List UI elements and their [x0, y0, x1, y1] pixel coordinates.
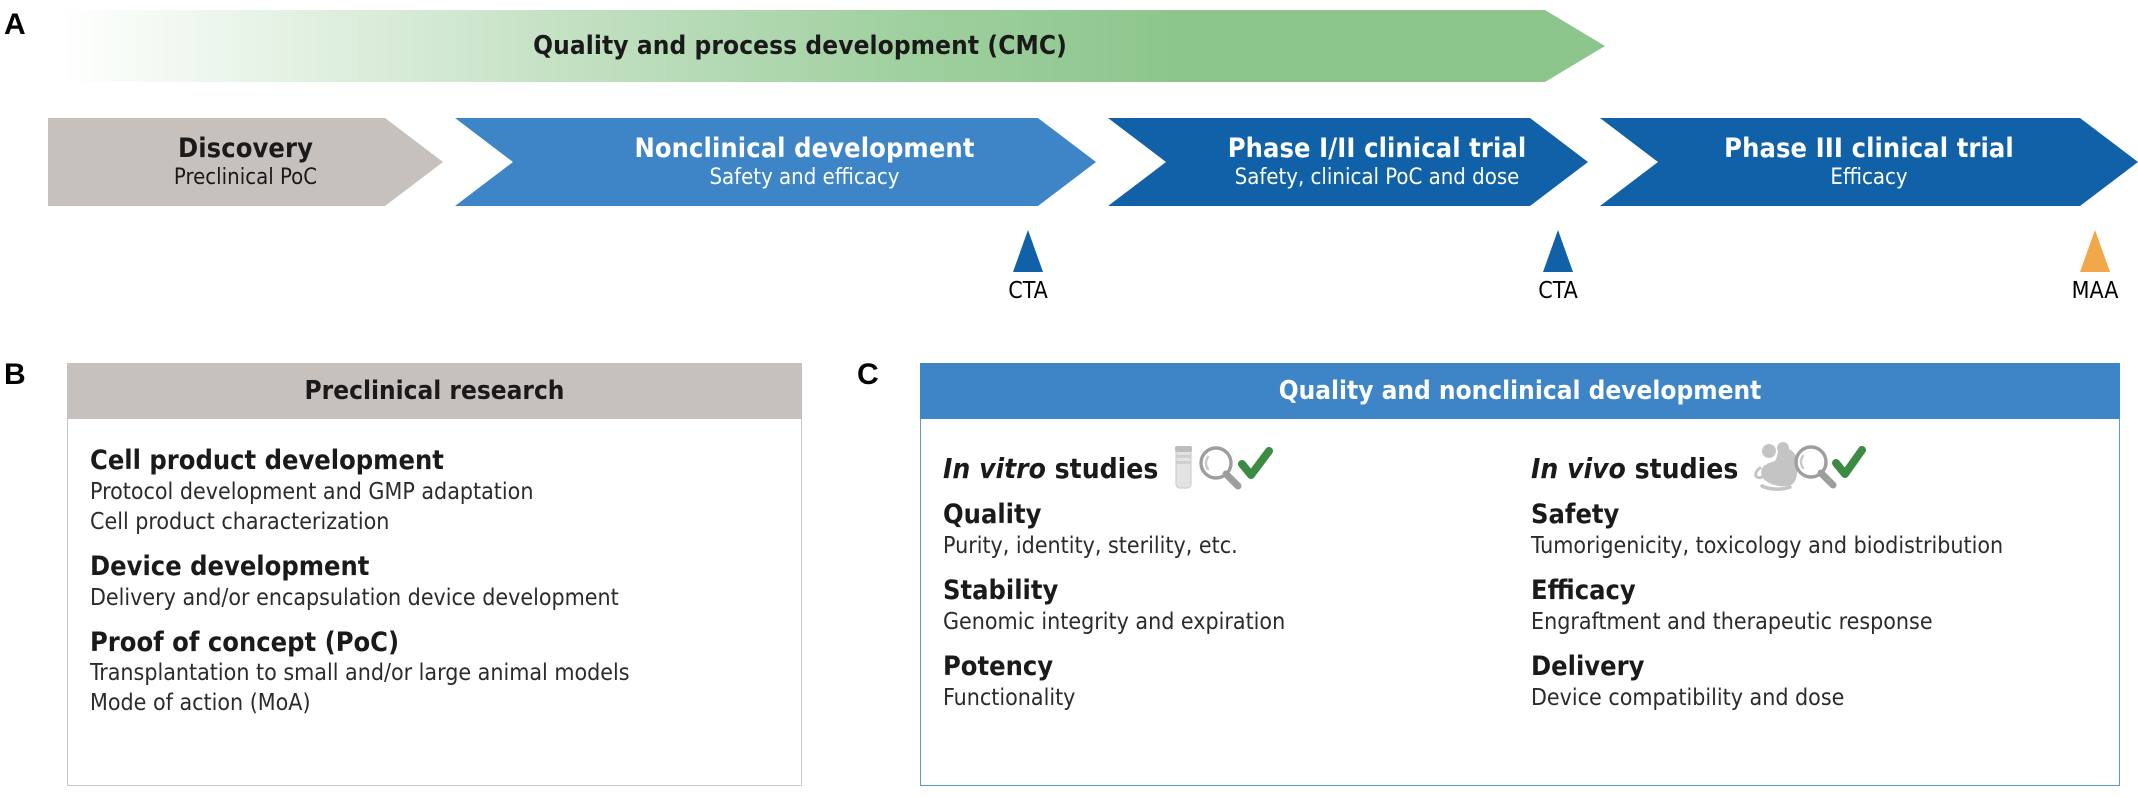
panel-b-letter: B — [4, 358, 26, 391]
stage-shape-phase3 — [1600, 118, 2138, 206]
group-heading: Safety — [1531, 499, 1620, 530]
check-icon — [1832, 446, 1867, 478]
group-line: Engraftment and therapeutic response — [1531, 608, 1933, 635]
panel-a: A Quality and process development (CMC) — [0, 0, 2138, 330]
in-vitro-title-rest: studies — [1045, 451, 1159, 485]
group-heading: Proof of concept (PoC) — [90, 626, 400, 658]
vial-icon — [1175, 446, 1193, 489]
stage-nonclinical: Nonclinical development Safety and effic… — [513, 118, 1096, 206]
cta-triangle-2 — [1543, 230, 1573, 272]
cmc-banner-shape — [60, 10, 1605, 82]
stage-discovery-title: Discovery — [177, 132, 314, 164]
panel-a-letter: A — [4, 8, 26, 41]
cta-triangle-1 — [1013, 230, 1043, 272]
stage-shape-discovery — [48, 118, 443, 206]
group-heading: Device development — [90, 550, 370, 582]
panel-b-body: Cell product development Protocol develo… — [67, 419, 802, 786]
panel-c-letter: C — [857, 358, 879, 391]
cmc-banner: Quality and process development (CMC) — [60, 10, 1605, 82]
stage-shape-phase12 — [1108, 118, 1588, 206]
panel-c-header: Quality and nonclinical development — [920, 363, 2120, 419]
stage-arrow-row: Discovery Preclinical PoC Nonclinical de… — [0, 118, 2138, 206]
in-vivo-group-delivery: Delivery Device compatibility and dose — [1531, 651, 2105, 714]
group-line: Genomic integrity and expiration — [943, 608, 1286, 635]
preclinical-group-poc: Proof of concept (PoC) Transplantation t… — [90, 627, 801, 720]
stage-phase-3: Phase III clinical trial Efficacy — [1658, 118, 2080, 206]
stage-arrows-shapes — [48, 118, 2138, 206]
panel-b: Preclinical research Cell product develo… — [67, 363, 802, 788]
preclinical-group-device: Device development Delivery and/or encap… — [90, 551, 801, 614]
in-vitro-title-italic: In vitro — [943, 451, 1046, 485]
group-heading: Stability — [943, 574, 1059, 606]
milestone-label-maa: MAA — [2071, 278, 2119, 304]
in-vitro-column: In vitro studies — [943, 441, 1531, 785]
stage-discovery: Discovery Preclinical PoC — [48, 118, 443, 206]
in-vivo-icon-group — [1748, 442, 1868, 494]
group-line: Delivery and/or encapsulation device dev… — [90, 584, 619, 611]
check-icon — [1238, 447, 1274, 479]
group-heading: Potency — [943, 650, 1054, 682]
group-heading: Cell product development — [90, 445, 444, 476]
group-line: Transplantation to small and/or large an… — [90, 660, 630, 687]
in-vitro-group-potency: Potency Functionality — [943, 651, 1517, 714]
cmc-banner-label: Quality and process development (CMC) — [533, 31, 1067, 61]
in-vitro-title: In vitro studies — [943, 452, 1158, 485]
in-vitro-icon-group — [1168, 442, 1278, 494]
group-line: Mode of action (MoA) — [90, 690, 311, 717]
panel-c: Quality and nonclinical development In v… — [920, 363, 2120, 788]
milestone-triangles — [1013, 230, 2110, 272]
group-line: Purity, identity, sterility, etc. — [943, 532, 1238, 559]
in-vitro-column-header: In vitro studies — [943, 441, 1517, 495]
stage-phase-3-title: Phase III clinical trial — [1724, 132, 2014, 164]
group-line: Device compatibility and dose — [1531, 684, 1845, 711]
in-vivo-group-efficacy: Efficacy Engraftment and therapeutic res… — [1531, 575, 2105, 638]
magnifier-icon — [1794, 445, 1837, 489]
mouse-icon — [1754, 442, 1798, 491]
maa-triangle — [2080, 230, 2110, 272]
magnifier-icon — [1199, 446, 1242, 490]
stage-discovery-subtitle: Preclinical PoC — [173, 164, 318, 190]
in-vitro-group-stability: Stability Genomic integrity and expirati… — [943, 575, 1517, 638]
stage-phase-1-2: Phase I/II clinical trial Safety, clinic… — [1166, 118, 1588, 206]
group-heading: Delivery — [1531, 650, 1645, 682]
group-line: Tumorigenicity, toxicology and biodistri… — [1531, 532, 2004, 559]
group-line: Functionality — [943, 684, 1076, 711]
panel-c-body: In vitro studies — [920, 419, 2120, 786]
group-line: Cell product characterization — [90, 508, 390, 535]
panel-b-header: Preclinical research — [67, 363, 802, 419]
preclinical-group-cell-product: Cell product development Protocol develo… — [90, 445, 801, 538]
in-vivo-title-italic: In vivo — [1531, 451, 1626, 485]
stage-shape-nonclinical — [455, 118, 1096, 206]
in-vivo-group-safety: Safety Tumorigenicity, toxicology and bi… — [1531, 499, 2105, 562]
in-vivo-title-rest: studies — [1625, 451, 1739, 485]
stage-phase-1-2-subtitle: Safety, clinical PoC and dose — [1234, 164, 1520, 190]
in-vivo-column: In vivo studies — [1531, 441, 2119, 785]
in-vitro-group-quality: Quality Purity, identity, sterility, etc… — [943, 499, 1517, 562]
stage-phase-1-2-title: Phase I/II clinical trial — [1227, 132, 1527, 164]
vial-magnifier-check-icon — [1175, 446, 1274, 490]
milestone-label-cta-2: CTA — [1538, 278, 1578, 304]
group-line: Protocol development and GMP adaptation — [90, 478, 534, 505]
group-heading: Quality — [943, 499, 1042, 530]
stage-phase-3-subtitle: Efficacy — [1830, 164, 1908, 190]
stage-nonclinical-subtitle: Safety and efficacy — [709, 164, 900, 190]
mouse-magnifier-check-icon — [1754, 442, 1867, 491]
group-heading: Efficacy — [1531, 574, 1636, 606]
milestone-label-cta-1: CTA — [1008, 278, 1048, 304]
stage-nonclinical-title: Nonclinical development — [634, 132, 975, 164]
in-vivo-column-header: In vivo studies — [1531, 441, 2105, 495]
in-vivo-title: In vivo studies — [1531, 452, 1738, 485]
